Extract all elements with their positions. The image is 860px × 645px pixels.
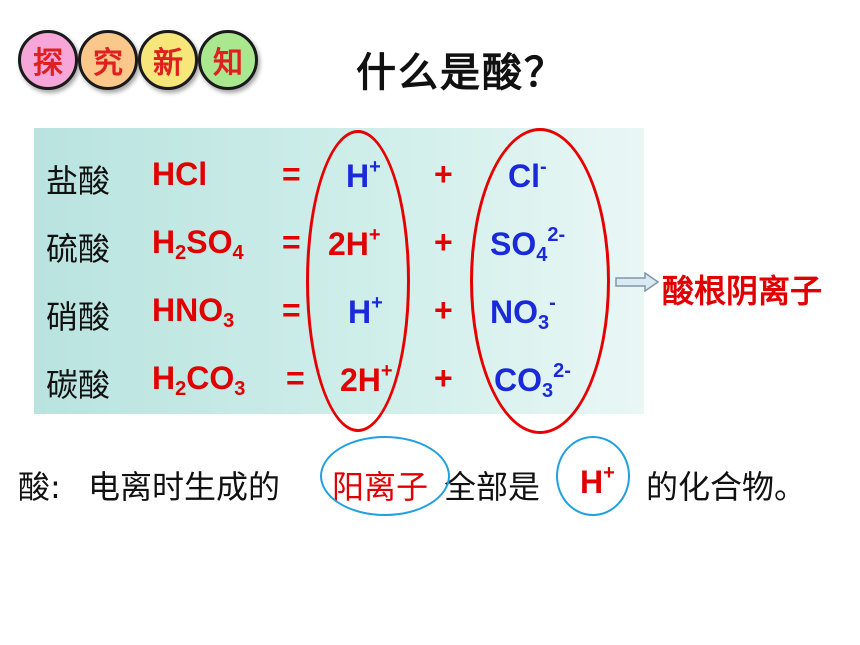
badge-2: 究 xyxy=(78,30,138,90)
cation-ellipse xyxy=(306,130,410,432)
acid-name: 硫酸 xyxy=(46,230,111,268)
badge-4: 知 xyxy=(198,30,258,90)
ion-ellipse xyxy=(556,436,630,516)
anion-ellipse xyxy=(470,128,610,434)
equals-sign: = xyxy=(282,156,301,192)
acid-name: 硝酸 xyxy=(46,298,111,336)
formula-part: HNO xyxy=(152,292,224,328)
badge-3: 新 xyxy=(138,30,198,90)
acid-formula: H2CO3 xyxy=(152,360,245,401)
equals-sign: = xyxy=(282,292,301,328)
definition-part2: 全部是 xyxy=(444,468,541,506)
definition-suffix: 的化合物。 xyxy=(646,468,807,506)
formula-subscript: 3 xyxy=(234,378,246,400)
plus-sign: + xyxy=(434,224,453,260)
definition-prefix: 酸: xyxy=(18,468,61,506)
plus-sign: + xyxy=(434,360,453,396)
formula-subscript: 4 xyxy=(232,242,244,264)
equals-sign: = xyxy=(282,224,301,260)
formula-subscript: 2 xyxy=(175,242,187,264)
formula-part: H xyxy=(152,360,176,396)
definition-part1: 电离时生成的 xyxy=(88,468,281,506)
acid-formula: HNO3 xyxy=(152,292,234,333)
arrow-right-icon xyxy=(615,272,659,292)
acid-formula: H2SO4 xyxy=(152,224,244,265)
anion-label: 酸根阴离子 xyxy=(662,272,823,310)
formula-subscript: 2 xyxy=(175,378,187,400)
equals-sign: = xyxy=(286,360,305,396)
page-title: 什么是酸？ xyxy=(356,50,566,96)
highlight-ellipse xyxy=(320,436,450,516)
formula-part: CO xyxy=(186,360,235,396)
acid-name: 盐酸 xyxy=(46,162,111,200)
acid-name: 碳酸 xyxy=(46,366,111,404)
formula-part: SO xyxy=(186,224,233,260)
badge-1: 探 xyxy=(18,30,78,90)
formula-part: H xyxy=(152,224,176,260)
formula-subscript: 3 xyxy=(223,310,235,332)
plus-sign: + xyxy=(434,156,453,192)
explore-badges: 探 究 新 知 xyxy=(18,30,262,94)
acid-formula: HCl xyxy=(152,156,208,192)
plus-sign: + xyxy=(434,292,453,328)
